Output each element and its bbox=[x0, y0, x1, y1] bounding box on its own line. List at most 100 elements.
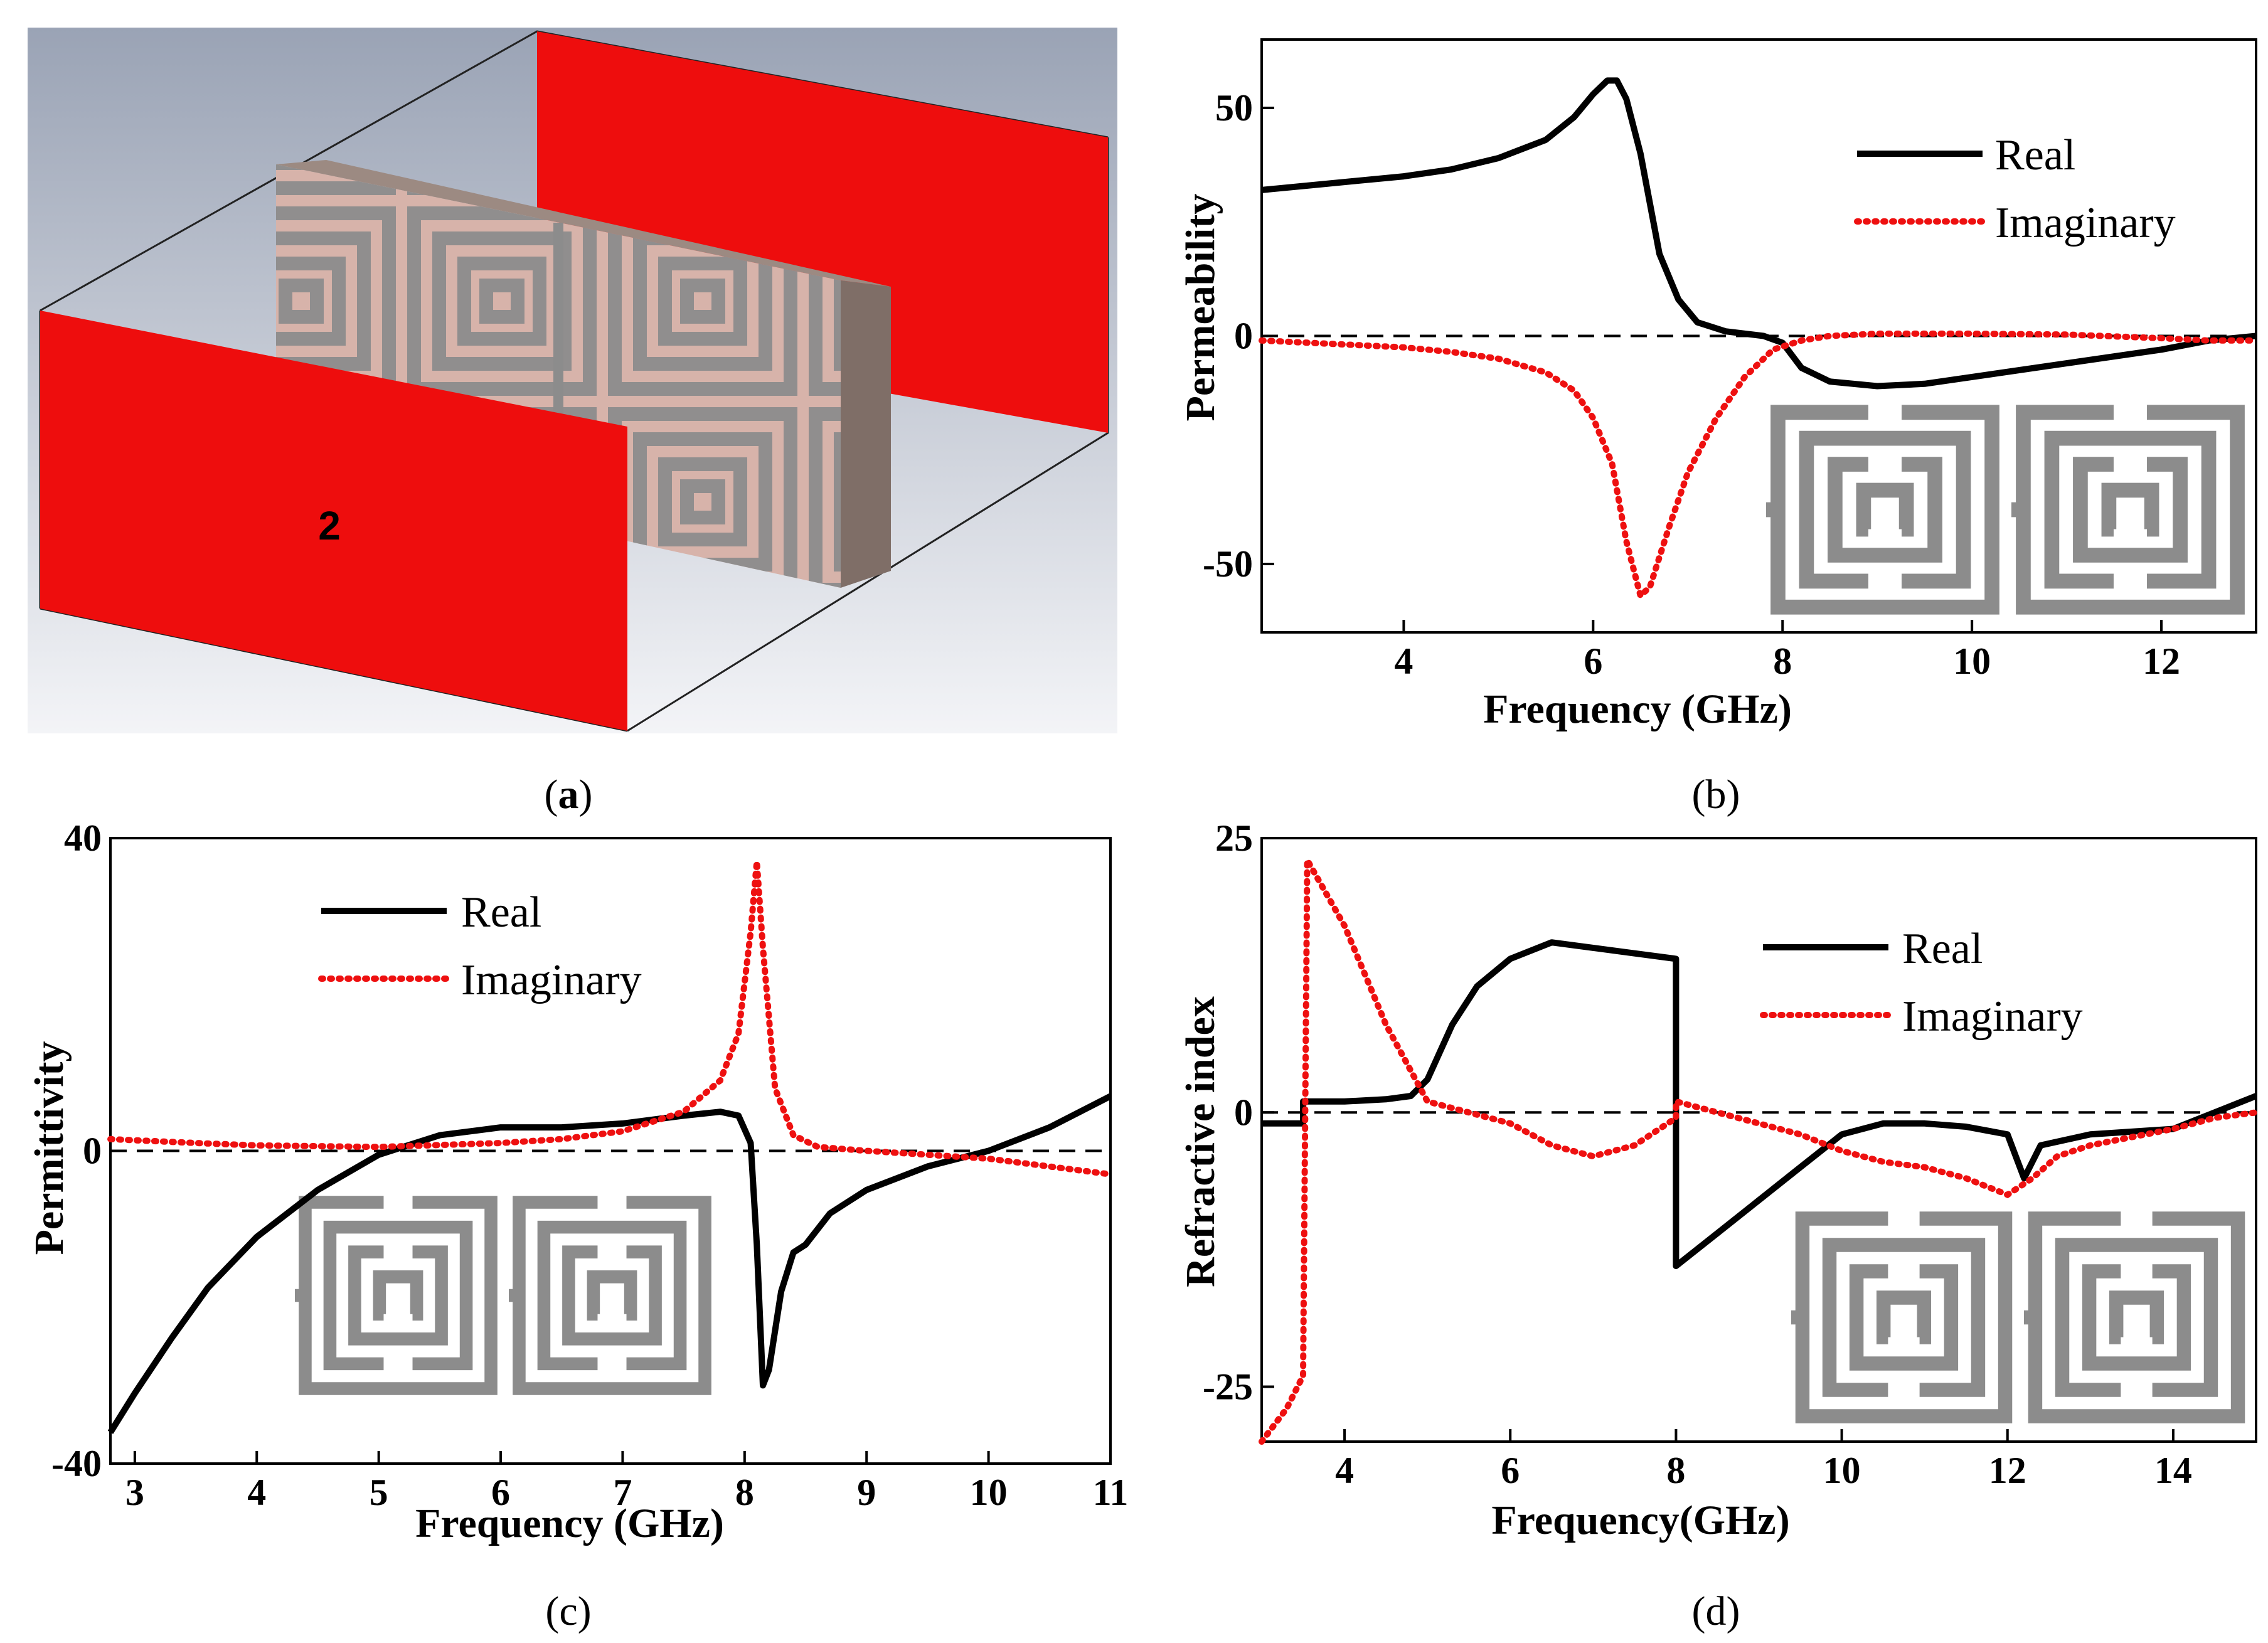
x-axis-label: Frequency(GHz) bbox=[1491, 1497, 1789, 1543]
split-ring bbox=[1856, 482, 1914, 537]
series-real-line bbox=[107, 1093, 1112, 1434]
panel-b-permeability-chart: 4 6 8 10 12 -50 0 50 Frequency (GHz) Permeabili… bbox=[1178, 38, 2259, 732]
split-ring bbox=[299, 1196, 498, 1395]
legend-real-label: Real bbox=[461, 888, 541, 937]
legend-imaginary-label: Imaginary bbox=[1902, 992, 2083, 1041]
x-tick-label: 4 bbox=[1394, 641, 1413, 682]
unit-cell bbox=[2011, 405, 2245, 615]
legend: Real Imaginary bbox=[318, 888, 642, 1004]
x-tick-label: 7 bbox=[613, 1472, 632, 1513]
split-ring bbox=[1799, 430, 1971, 589]
unit-cell-inset bbox=[1791, 1211, 2245, 1423]
series-imaginary-line bbox=[107, 861, 1114, 1178]
y-axis-label: Permeability bbox=[1178, 194, 1223, 422]
unit-cell bbox=[2024, 1211, 2245, 1423]
substrate-top bbox=[276, 160, 891, 287]
split-ring bbox=[323, 1220, 473, 1371]
x-tick-label: 10 bbox=[970, 1472, 1008, 1513]
split-ring bbox=[2028, 1211, 2245, 1423]
split-ring bbox=[537, 1220, 687, 1371]
x-tick-label: 10 bbox=[1953, 641, 1991, 682]
split-ring bbox=[562, 1245, 662, 1346]
split-ring bbox=[587, 1270, 637, 1321]
x-tick-label: 6 bbox=[491, 1472, 510, 1513]
legend: Real Imaginary bbox=[1760, 925, 2083, 1041]
x-axis-label: Frequency (GHz) bbox=[415, 1501, 724, 1546]
x-tick-label: 14 bbox=[2154, 1450, 2192, 1491]
split-ring bbox=[2101, 482, 2159, 537]
split-ring bbox=[1876, 1290, 1932, 1344]
x-tick-label: 12 bbox=[2143, 641, 2180, 682]
caption-b-letter: b bbox=[1706, 772, 1727, 817]
unit-cell bbox=[509, 1196, 711, 1395]
series-real-line bbox=[1261, 77, 2257, 390]
x-tick-label: 10 bbox=[1823, 1450, 1861, 1491]
front-port-plate bbox=[40, 311, 627, 731]
split-ring bbox=[1849, 1264, 1959, 1371]
y-axis-label: Refractive index bbox=[1178, 996, 1223, 1287]
series-real-line bbox=[1262, 939, 2257, 1270]
legend-imaginary-label: Imaginary bbox=[1995, 199, 2176, 247]
x-tick-label: 8 bbox=[735, 1472, 754, 1513]
legend-real-label: Real bbox=[1995, 131, 2075, 179]
series-imaginary-line bbox=[1259, 848, 2259, 1445]
unit-cell bbox=[1791, 1211, 2013, 1423]
panel-a-simulation-model: 2 bbox=[28, 28, 1117, 733]
x-tick-label: 12 bbox=[1989, 1450, 2026, 1491]
y-axis-label: Permittivity bbox=[26, 1041, 72, 1255]
x-tick-label: 4 bbox=[247, 1472, 266, 1513]
legend-imaginary-label: Imaginary bbox=[461, 956, 642, 1004]
x-tick-label: 4 bbox=[1335, 1450, 1354, 1491]
y-tick-label: -50 bbox=[1203, 543, 1253, 585]
x-tick-label: 8 bbox=[1773, 641, 1792, 682]
substrate-side bbox=[841, 280, 891, 588]
tick-marks bbox=[1262, 837, 2175, 1442]
unit-cell-inset bbox=[295, 1196, 711, 1395]
y-tick-label: 0 bbox=[1234, 316, 1253, 357]
y-tick-label: 50 bbox=[1215, 87, 1253, 129]
y-tick-label: 0 bbox=[83, 1130, 102, 1172]
plot-frame bbox=[1260, 837, 2257, 1443]
caption-b: (b) bbox=[1692, 772, 1740, 817]
y-tick-label: -40 bbox=[51, 1443, 102, 1484]
split-ring bbox=[1828, 457, 1942, 563]
tick-marks bbox=[1262, 107, 2163, 632]
caption-a: (a) bbox=[545, 772, 593, 817]
split-ring bbox=[2055, 1238, 2218, 1397]
caption-c: (c) bbox=[545, 1588, 591, 1634]
tick-marks bbox=[110, 837, 1112, 1465]
split-ring bbox=[513, 1196, 711, 1395]
split-ring bbox=[1770, 405, 1999, 615]
split-ring bbox=[1822, 1238, 1986, 1397]
series-imaginary-line bbox=[1259, 330, 2259, 602]
caption-c-letter: c bbox=[559, 1588, 577, 1634]
split-ring bbox=[2044, 430, 2217, 589]
x-axis-label: Frequency (GHz) bbox=[1483, 686, 1792, 732]
x-tick-label: 11 bbox=[1093, 1472, 1129, 1513]
unit-cell-inset bbox=[1766, 405, 2245, 615]
caption-a-letter: a bbox=[558, 772, 579, 817]
split-ring bbox=[2073, 457, 2188, 563]
y-tick-label: 25 bbox=[1215, 817, 1253, 859]
unit-cell bbox=[295, 1196, 498, 1395]
y-tick-label: -25 bbox=[1203, 1366, 1253, 1408]
y-tick-label: 40 bbox=[64, 817, 102, 859]
x-tick-label: 6 bbox=[1584, 641, 1602, 682]
split-ring bbox=[373, 1270, 423, 1321]
tick-labels: 4 6 8 10 12 -50 0 50 bbox=[1203, 87, 2180, 682]
y-tick-label: 0 bbox=[1234, 1092, 1253, 1133]
x-tick-label: 3 bbox=[125, 1472, 144, 1513]
legend: Real Imaginary bbox=[1854, 131, 2176, 247]
legend-real-label: Real bbox=[1902, 925, 1983, 973]
caption-d: (d) bbox=[1692, 1588, 1740, 1634]
x-tick-label: 6 bbox=[1501, 1450, 1520, 1491]
split-ring bbox=[2109, 1290, 2164, 1344]
split-ring bbox=[348, 1245, 448, 1346]
x-tick-label: 5 bbox=[370, 1472, 388, 1513]
unit-cell bbox=[1766, 405, 1999, 615]
port-number-label: 2 bbox=[318, 503, 341, 548]
